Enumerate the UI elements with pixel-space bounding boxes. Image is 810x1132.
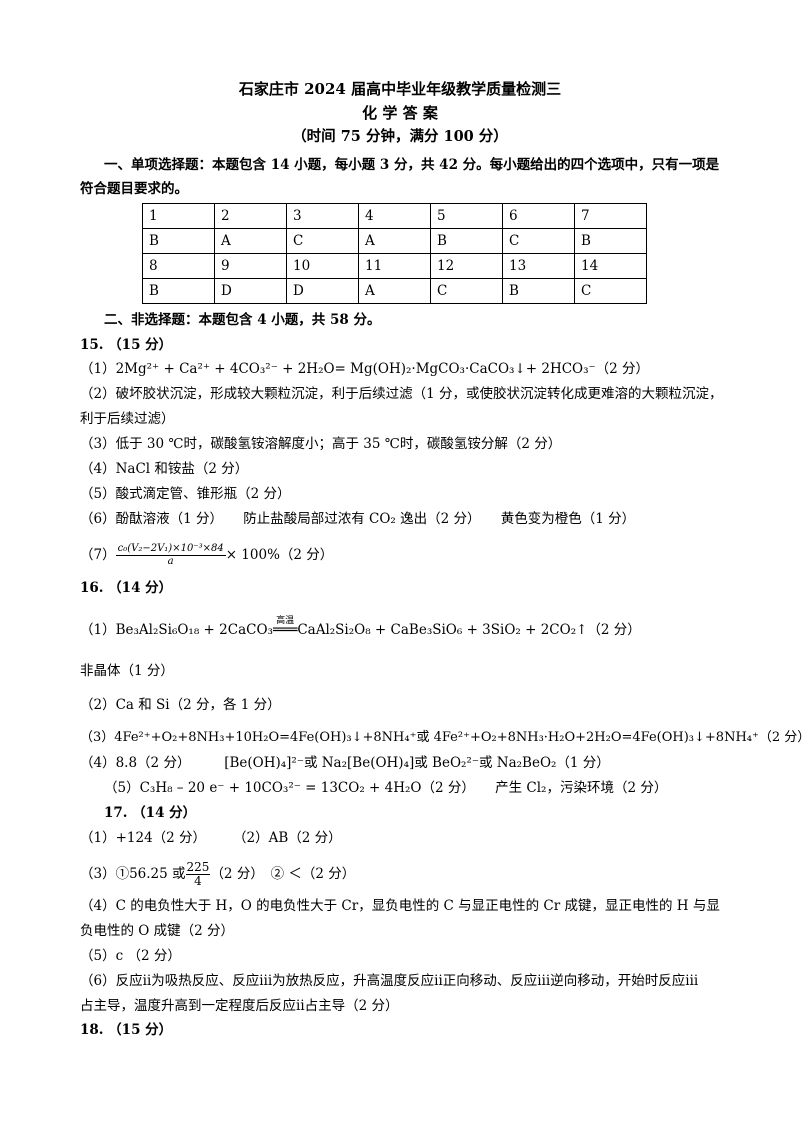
q16-answer-2: （2）Ca 和 Si（2 分，各 1 分） [80,697,281,713]
q15-answer-3: （3）低于 30 ℃时，碳酸氢铵溶解度小；高于 35 ℃时，碳酸氢铵分解（2 分… [80,436,562,452]
table-cell: 8 [142,253,215,279]
table-cell: 6 [502,203,575,229]
table-cell: 12 [430,253,503,279]
table-cell: C [574,278,647,304]
q17-answer-4-line2: 负电性的 O 成键（2 分） [80,923,235,939]
fraction-numerator: 225 [185,860,211,875]
q16-answer-1-products: CaAl₂Si₂O₈ + CaBe₃SiO₆ + 3SiO₂ + 2CO₂↑（2… [297,622,641,638]
q17-answer-6-line2: 占主导，温度升高到一定程度后反应ⅱ占主导（2 分） [80,998,399,1014]
section1-intro-line1: 一、单项选择题：本题包含 14 小题，每小题 3 分，共 42 分。每小题给出的… [104,157,720,173]
table-cell: A [358,228,431,254]
q17-answer-3-prefix: （3）①56.25 或 [80,866,186,882]
q18-heading: 18. （15 分） [80,1022,173,1038]
table-cell: C [286,228,359,254]
q17-answer-1-2: （1）+124（2 分） （2）AB（2 分） [80,830,342,846]
table-cell: A [358,278,431,304]
table-cell: 3 [286,203,359,229]
table-cell: B [142,228,215,254]
q16-answer-4: （4）8.8（2 分） [Be(OH)₄]²⁻或 Na₂[Be(OH)₄]或 B… [80,755,610,771]
document-subtitle: 化 学 答 案 [362,104,438,122]
q16-answer-3: （3）4Fe²⁺+O₂+8NH₃+10H₂O=4Fe(OH)₃↓+8NH₄⁺或 … [80,730,810,745]
q16-answer-5: （5）C₃H₈ – 20 e⁻ + 10CO₃²⁻ = 13CO₂ + 4H₂O… [104,780,668,796]
fraction-numerator: c₀(V₂−2V₁)×10⁻³×84 [115,543,226,556]
section2-intro: 二、非选择题：本题包含 4 小题，共 58 分。 [104,312,381,328]
q15-heading: 15. （15 分） [80,337,173,353]
time-note: （时间 75 分钟，满分 100 分） [292,128,508,145]
q16-answer-1-reactants: （1）Be₃Al₂Si₆O₁₈ + 2CaCO₃ [80,622,273,638]
table-cell: B [502,278,575,304]
q15-answer-6: （6）酚酞溶液（1 分） 防止盐酸局部过浓有 CO₂ 逸出（2 分） 黄色变为橙… [80,511,636,527]
table-cell: 9 [214,253,287,279]
q17-answer-6-line1: （6）反应ⅱ为吸热反应、反应ⅲ为放热反应，升高温度反应ⅱ正向移动、反应ⅲ逆向移动… [80,973,699,989]
table-cell: 13 [502,253,575,279]
table-cell: 5 [430,203,503,229]
table-cell: 11 [358,253,431,279]
table-cell: D [214,278,287,304]
document-title: 石家庄市 2024 届高中毕业年级教学质量检测三 [238,80,562,98]
table-cell: B [574,228,647,254]
table-cell: C [430,278,503,304]
q17-heading: 17. （14 分） [104,805,197,821]
table-cell: 14 [574,253,647,279]
q15-answer-5: （5）酸式滴定管、锥形瓶（2 分） [80,486,291,502]
q16-heading: 16. （14 分） [80,580,173,596]
table-cell: D [286,278,359,304]
q17-answer-5: （5）c （2 分） [80,948,181,964]
q15-answer-4: （4）NaCl 和铵盐（2 分） [80,461,249,477]
table-cell: B [430,228,503,254]
reaction-condition-arrow: 高温═══ [273,616,297,639]
table-cell: 2 [214,203,287,229]
table-cell: C [502,228,575,254]
q17-answer-4-line1: （4）C 的电负性大于 H，O 的电负性大于 Cr，显负电性的 C 与显正电性的… [80,898,720,914]
q16-answer-1b: 非晶体（1 分） [80,663,174,679]
q15-answer-7-prefix: （7） [80,547,116,563]
reaction-condition: 高温 [276,616,295,626]
q17-answer-3-suffix: （2 分） ② ＜（2 分） [210,866,356,882]
table-cell: B [142,278,215,304]
fraction-denominator: a [167,556,174,567]
table-cell: 10 [286,253,359,279]
table-cell: 4 [358,203,431,229]
section1-intro-line2: 符合题目要求的。 [80,181,188,197]
q15-answer-1: （1）2Mg²⁺ + Ca²⁺ + 4CO₃²⁻ + 2H₂O= Mg(OH)₂… [80,361,650,377]
table-cell: A [214,228,287,254]
table-cell: 7 [574,203,647,229]
q15-answer-2-line1: （2）破坏胶状沉淀，形成较大颗粒沉淀，利于后续过滤（1 分，或使胶状沉淀转化成更… [80,386,723,402]
q15-answer-7-suffix: × 100%（2 分） [225,547,334,563]
fraction-denominator: 4 [194,874,202,888]
table-cell: 1 [142,203,215,229]
q15-answer-2-line2: 利于后续过滤） [80,411,175,427]
